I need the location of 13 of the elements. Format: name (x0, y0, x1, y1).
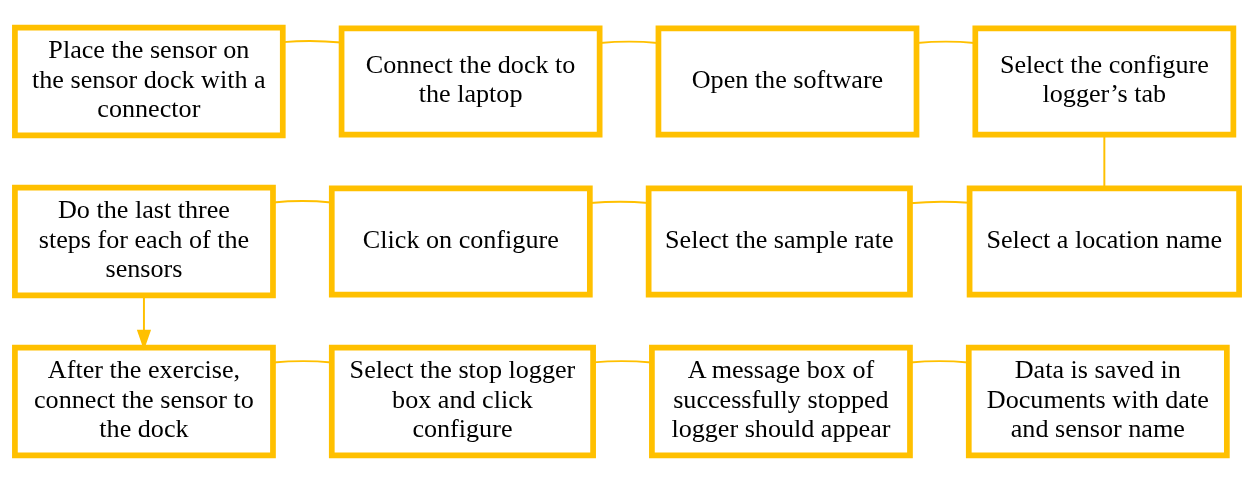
node-box: Do the last three steps for each of the sensors (12, 184, 276, 299)
node-box: Open the software (655, 25, 920, 138)
connector (592, 360, 653, 364)
node-box: Place the sensor on the sensor dock with a connector (12, 24, 286, 139)
node-box: Click on configure (328, 185, 593, 298)
node-box: A message box of successfully stopped logger should appear (649, 344, 913, 459)
node-box: Select the sample rate (645, 185, 913, 298)
node-box: Select the configure logger’s tab (972, 25, 1237, 138)
node-box: Data is saved in Documents with date and sensor name (965, 344, 1230, 459)
node-box: Select a location name (966, 185, 1242, 298)
node-box: After the exercise, connect the sensor to the dock (12, 344, 276, 459)
node-box: Connect the dock to the laptop (338, 25, 603, 138)
node-box: Select the stop logger box and click configure (328, 344, 596, 459)
